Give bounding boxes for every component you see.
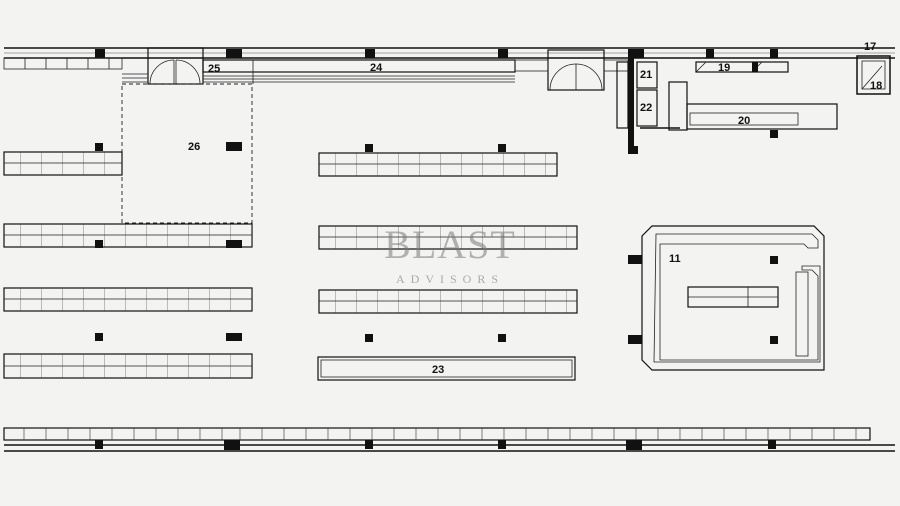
room-11-island: 11 [628, 225, 825, 371]
room-label-20: 20 [738, 115, 750, 127]
rooms-21-22: 21 22 [616, 58, 680, 154]
rooms-17-18: 17 18 [856, 41, 891, 95]
room-label-25: 25 [208, 63, 220, 75]
watermark-tagline: ADVISORS [396, 272, 504, 286]
room-label-23: 23 [432, 364, 444, 376]
watermark-logo: BLAST ADVISORS [384, 222, 516, 286]
room-label-21: 21 [640, 69, 652, 81]
room-label-24: 24 [370, 62, 383, 74]
room-label-17: 17 [864, 41, 876, 53]
entrance-doors [514, 49, 629, 91]
center-shelving: 23 [317, 144, 578, 381]
room-26: 26 [121, 83, 253, 224]
room-label-26: 26 [188, 141, 200, 153]
room-label-18: 18 [870, 80, 882, 92]
room-19: 19 [695, 61, 789, 74]
room-label-11: 11 [669, 253, 681, 265]
room-label-22: 22 [640, 102, 652, 114]
watermark-brand: BLAST [384, 222, 516, 267]
left-shelving [3, 143, 253, 379]
room-20: 20 [668, 81, 838, 138]
room-label-19: 19 [718, 62, 730, 74]
bottom-wall [3, 427, 895, 452]
